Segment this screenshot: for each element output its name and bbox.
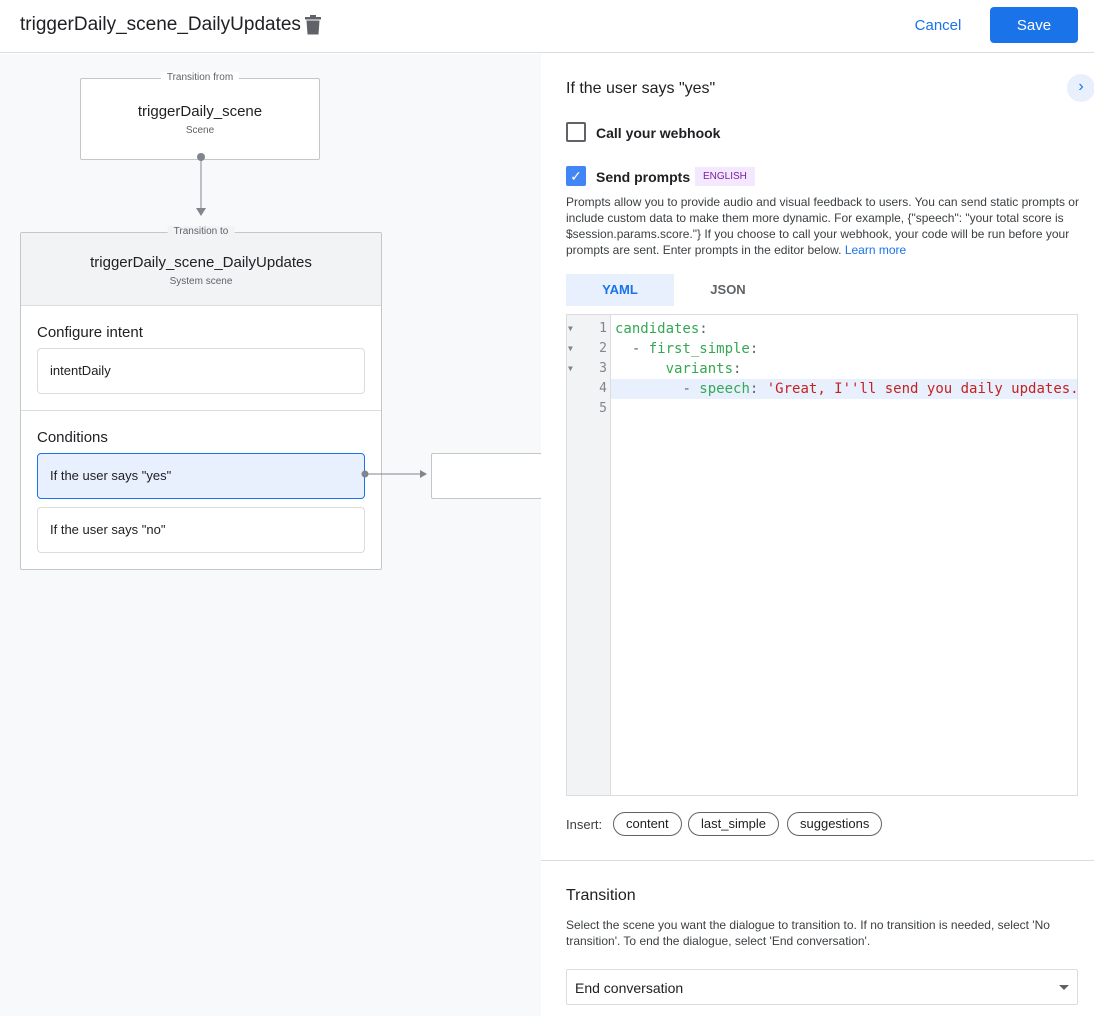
transition-heading: Transition	[566, 887, 636, 904]
code-line: - first_simple:	[631, 341, 759, 357]
node-legend: Transition to	[167, 226, 235, 237]
trash-icon[interactable]	[304, 15, 322, 35]
node-name: triggerDaily_scene	[137, 103, 263, 120]
condition-no[interactable]: If the user says "no"	[37, 507, 365, 553]
insert-label: Insert:	[566, 817, 603, 832]
webhook-checkbox[interactable]	[566, 122, 586, 142]
node-name: triggerDaily_scene_DailyUpdates	[90, 254, 312, 271]
code-line: candidates:	[615, 321, 708, 337]
learn-more-link[interactable]: Learn more	[844, 243, 907, 257]
panel-heading: If the user says "yes"	[566, 80, 716, 97]
send-prompts-label: Send prompts	[596, 169, 691, 185]
code-editor[interactable]: 1 ▼ candidates: 2 ▼ - first_simple: 3 ▼ varian…	[566, 314, 1079, 796]
divider	[541, 860, 1094, 861]
fold-arrow-icon[interactable]: ▼	[568, 324, 573, 333]
save-button[interactable]: Save	[990, 7, 1078, 43]
intent-item[interactable]: intentDaily	[37, 348, 365, 394]
flow-canvas: Transition from triggerDaily_scene Scene…	[0, 54, 551, 1016]
transition-from-node[interactable]: Transition from triggerDaily_scene Scene	[80, 72, 320, 160]
connector-arrow	[196, 153, 206, 216]
editor-gutter	[567, 315, 611, 795]
page-title: triggerDaily_scene_DailyUpdates	[20, 14, 301, 35]
fold-arrow-icon[interactable]: ▼	[568, 344, 573, 353]
dropdown-arrow-icon	[1059, 985, 1069, 990]
description-text: Prompts allow you to provide audio and v…	[566, 195, 1079, 257]
node-type: System scene	[169, 276, 233, 287]
webhook-label: Call your webhook	[596, 125, 721, 141]
line-number: 2	[599, 341, 607, 356]
line-number: 5	[599, 401, 607, 416]
send-prompts-checkbox[interactable]: ✓	[566, 166, 586, 186]
tab-json[interactable]: JSON	[710, 282, 746, 297]
active-line-highlight	[611, 379, 1077, 399]
line-number: 3	[599, 361, 607, 376]
collapse-panel-button[interactable]: ›	[1067, 74, 1094, 102]
line-number: 4	[599, 381, 607, 396]
header: triggerDaily_scene_DailyUpdates Cancel S…	[0, 0, 1094, 53]
transition-select[interactable]: End conversation	[566, 969, 1078, 1005]
prompts-description: Prompts allow you to provide audio and v…	[566, 194, 1080, 258]
transition-value: End conversation	[575, 980, 684, 996]
line-number: 1	[599, 321, 607, 336]
detail-panel	[541, 54, 1094, 1016]
transition-target-node[interactable]	[431, 453, 551, 499]
condition-yes[interactable]: If the user says "yes"	[37, 453, 365, 499]
cancel-button[interactable]: Cancel	[902, 8, 974, 42]
language-badge: ENGLISH	[695, 167, 755, 186]
configure-intent-heading: Configure intent	[37, 324, 143, 341]
code-line: variants:	[665, 361, 742, 377]
transition-description: Select the scene you want the dialogue t…	[566, 918, 1050, 948]
insert-chip-content[interactable]: content	[613, 812, 682, 836]
insert-chip-suggestions[interactable]: suggestions	[787, 812, 883, 836]
fold-arrow-icon[interactable]: ▼	[568, 364, 573, 373]
tab-yaml[interactable]: YAML	[566, 274, 674, 306]
insert-chip-last-simple[interactable]: last_simple	[688, 812, 780, 836]
node-legend: Transition from	[160, 72, 240, 83]
node-type: Scene	[185, 125, 215, 136]
transition-to-node: Transition to triggerDaily_scene_DailyUp…	[20, 226, 382, 570]
condition-connector	[361, 470, 427, 478]
conditions-heading: Conditions	[37, 429, 108, 446]
code-line: - speech: 'Great, I''ll send you daily u…	[682, 381, 1079, 397]
